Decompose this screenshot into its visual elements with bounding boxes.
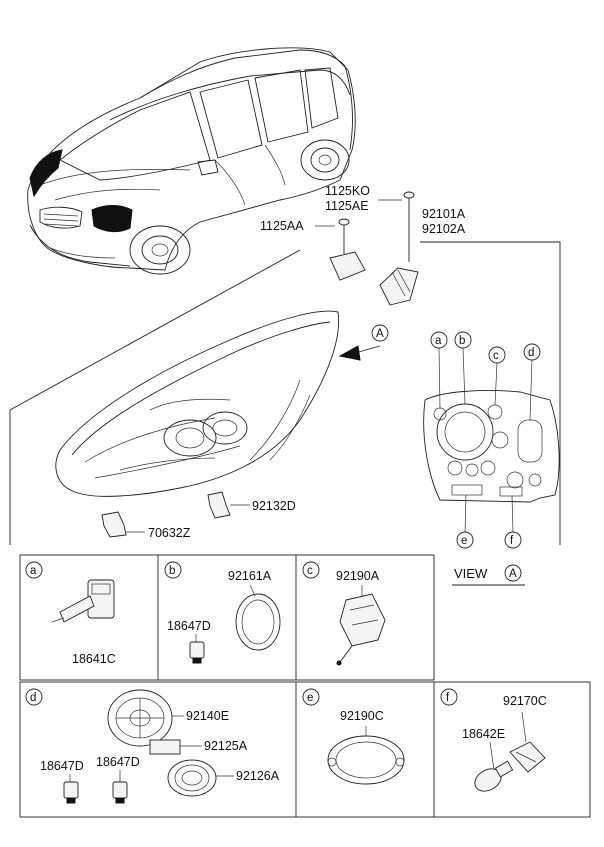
headlamp-assembly <box>55 310 340 497</box>
view-arrow-icon: A <box>338 324 389 361</box>
parts-grid <box>19 554 591 818</box>
svg-text:e: e <box>307 692 313 704</box>
part-label-92125a: 92125A <box>204 739 248 753</box>
panel-f: f 92170C 18642E <box>440 688 547 792</box>
svg-text:d: d <box>30 692 36 704</box>
part-label-1125ae: 1125AE <box>325 199 369 213</box>
bracket-icon <box>329 251 419 306</box>
view-a-rear-diagram: a b c d e f <box>423 331 560 549</box>
callout-a: a <box>435 335 442 347</box>
part-label-92102a: 92102A <box>422 222 466 236</box>
panel-c: c 92190A <box>302 561 386 666</box>
svg-text:f: f <box>446 692 450 704</box>
bolt-icon <box>338 191 415 240</box>
ballast-icon <box>327 735 405 785</box>
part-label-1125ko: 1125KO <box>325 184 370 198</box>
part-label-92126a: 92126A <box>236 769 280 783</box>
part-label-92190c: 92190C <box>340 709 384 723</box>
svg-text:b: b <box>169 565 175 577</box>
panel-a: a 18641C <box>25 561 116 666</box>
svg-text:a: a <box>30 565 37 577</box>
part-label-18647d-d1: 18647D <box>40 759 84 773</box>
part-label-92161a: 92161A <box>228 569 272 583</box>
panel-e: e 92190C <box>302 688 405 785</box>
grommet-icon <box>167 759 217 797</box>
part-label-92132d: 92132D <box>252 499 296 513</box>
bulb-icon <box>474 760 514 792</box>
bulb-icon <box>51 579 115 623</box>
part-label-1125aa: 1125AA <box>260 219 304 233</box>
motor-icon <box>336 593 386 666</box>
car-illustration <box>27 47 356 275</box>
part-label-92140e: 92140E <box>186 709 229 723</box>
callout-f: f <box>510 535 514 547</box>
socket-icon <box>509 741 546 773</box>
part-label-92101a: 92101A <box>422 207 466 221</box>
view-arrow-letter: A <box>376 328 384 340</box>
callout-e: e <box>461 535 467 547</box>
svg-text:c: c <box>307 565 313 577</box>
bulb-icon <box>63 781 128 804</box>
ring-icon <box>235 593 281 651</box>
part-label-18647d-b: 18647D <box>167 619 211 633</box>
bulb-icon <box>189 641 205 664</box>
clip-icon <box>101 491 231 538</box>
panel-d: d 92140E 92125A 92126A 18647D 18647D <box>25 688 280 804</box>
part-label-18641c: 18641C <box>72 652 116 666</box>
view-label: VIEW <box>454 566 488 581</box>
part-label-70632z: 70632Z <box>148 526 191 540</box>
cover-icon <box>107 689 173 747</box>
panel-b: b 92161A 18647D <box>164 561 281 664</box>
callout-c: c <box>493 350 499 362</box>
view-letter: A <box>509 568 517 580</box>
part-label-18647d-d2: 18647D <box>96 755 140 769</box>
callout-b: b <box>459 335 465 347</box>
part-label-18642e: 18642E <box>462 727 505 741</box>
callout-d: d <box>528 347 534 359</box>
part-label-92190a: 92190A <box>336 569 380 583</box>
part-label-92170c: 92170C <box>503 694 547 708</box>
